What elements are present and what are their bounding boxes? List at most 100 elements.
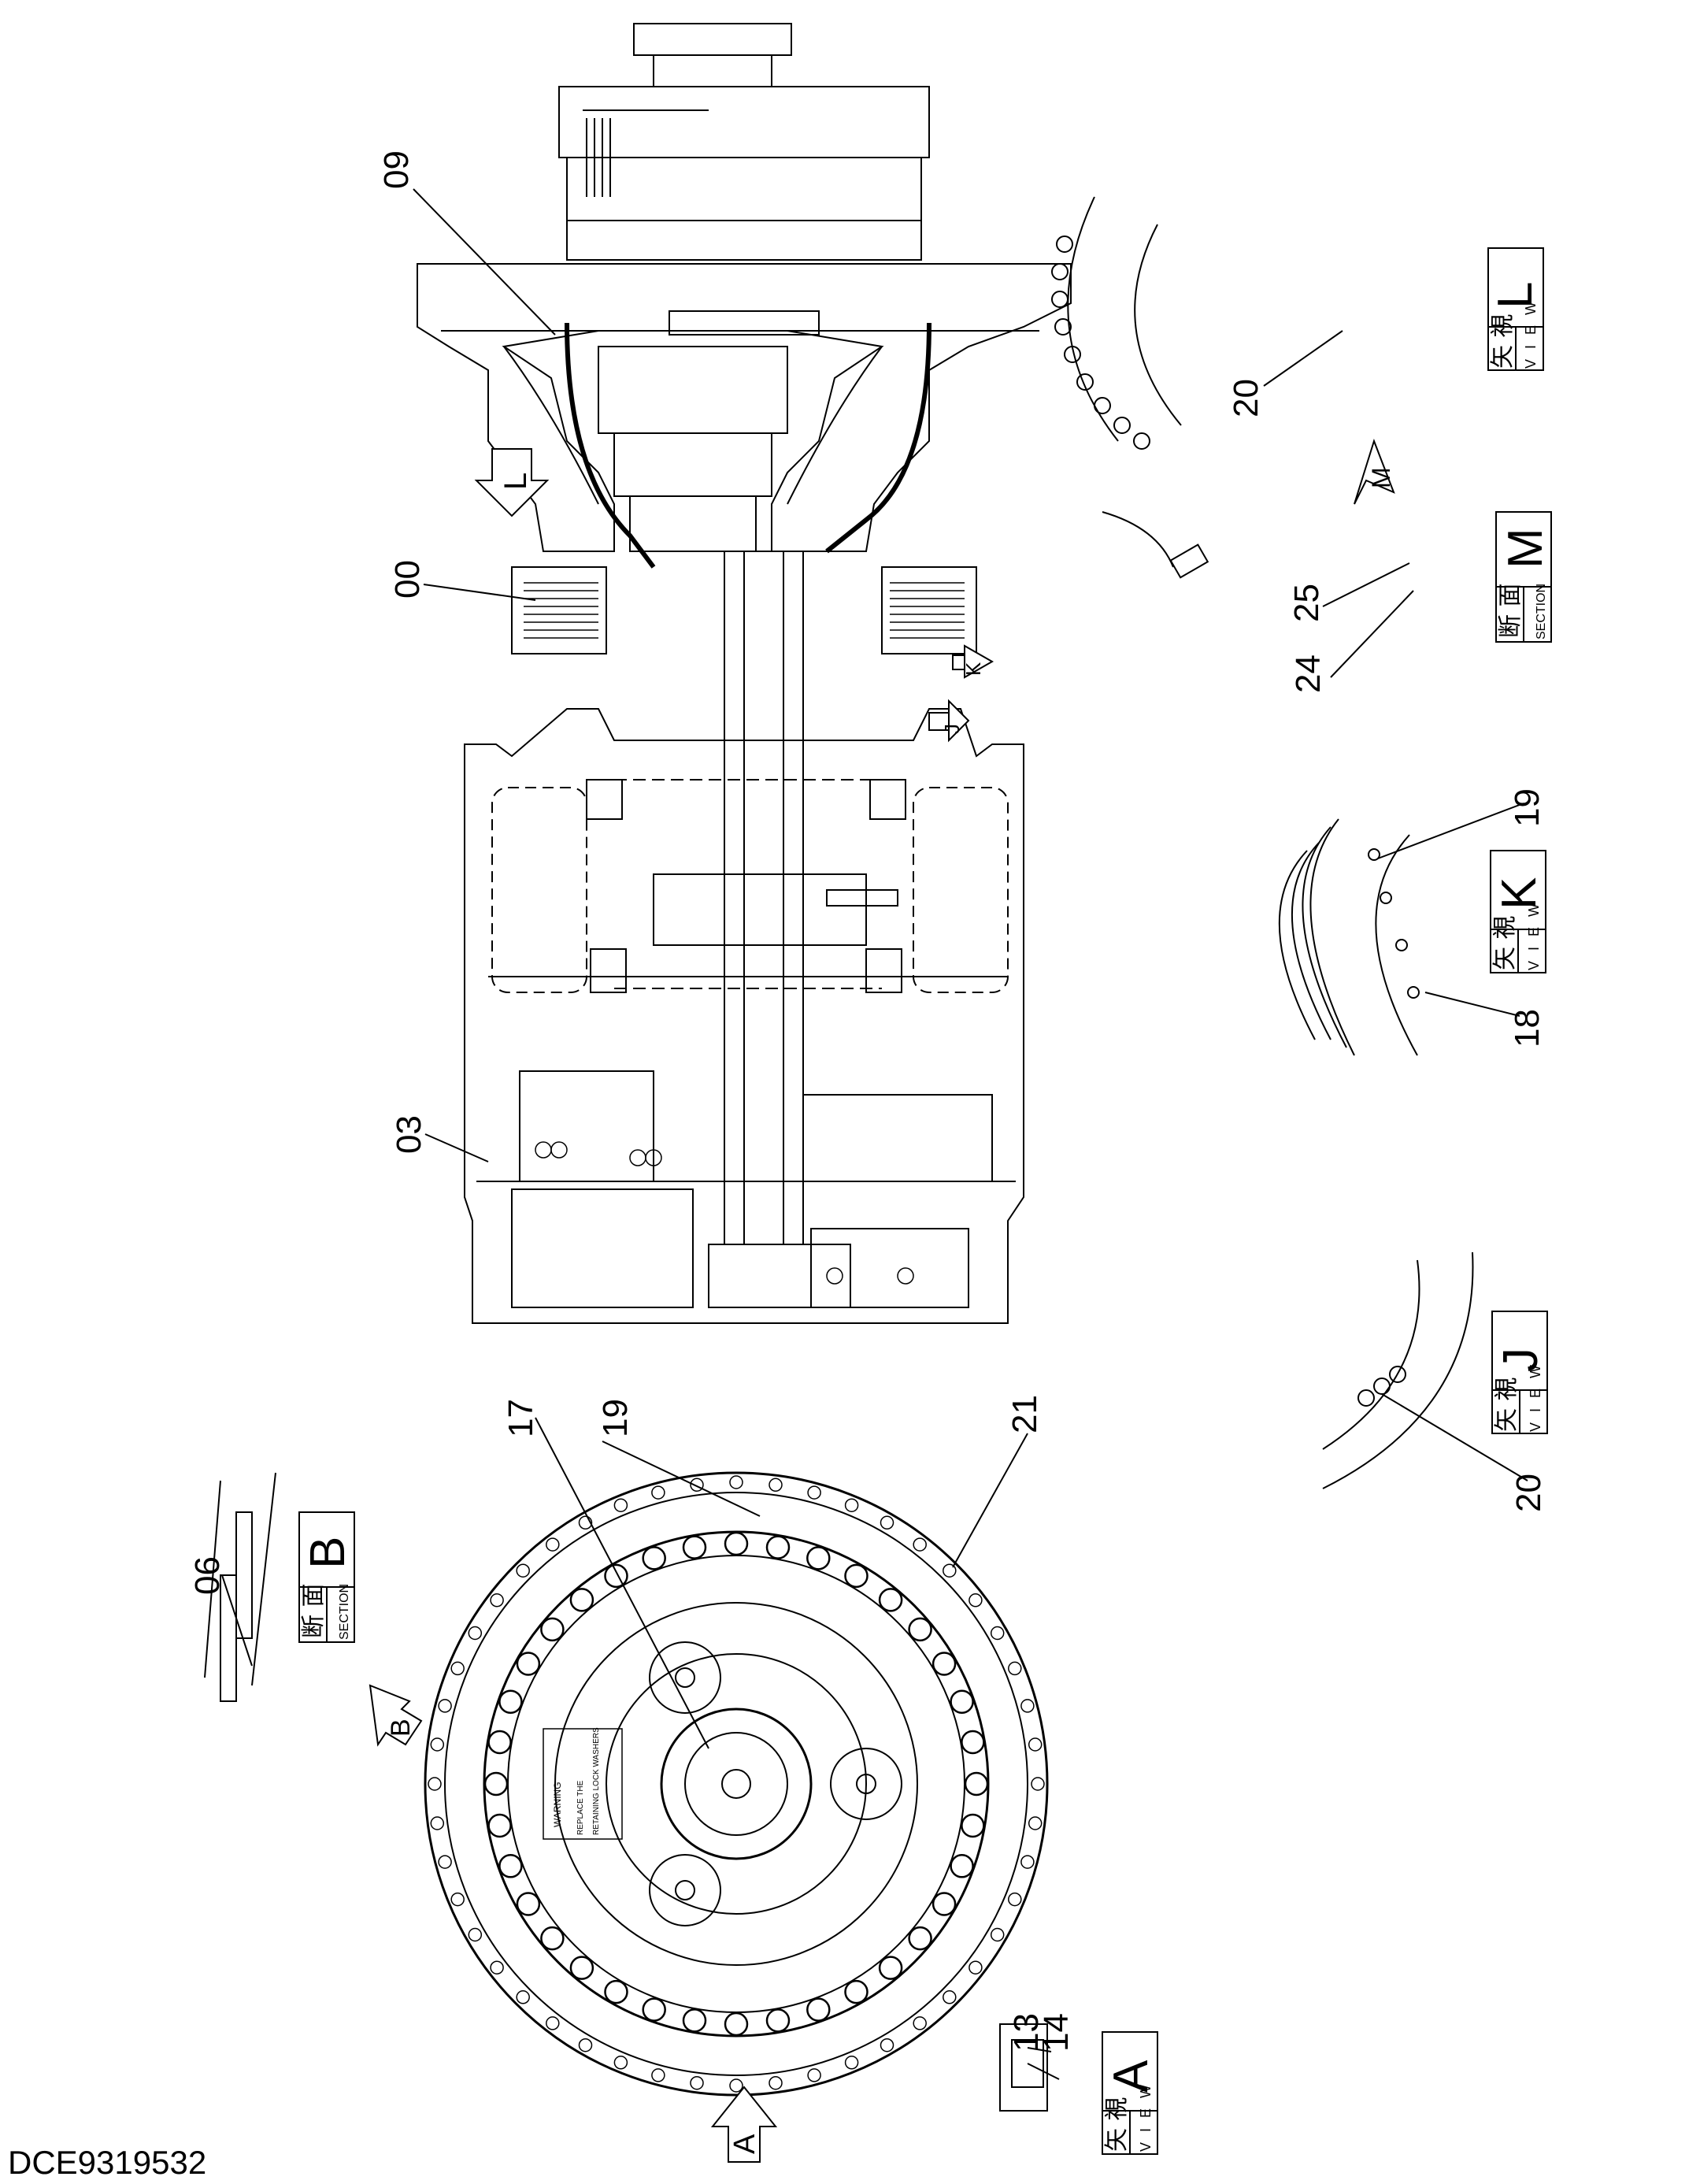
bolt-hole — [933, 1893, 955, 1915]
arrow-letter-A: A — [728, 2134, 761, 2154]
view-arrow-K — [953, 646, 992, 677]
view-label-B: B 断 面 SECTION — [299, 1512, 355, 1642]
bolt-hole — [517, 1991, 529, 2004]
bolt-hole — [614, 2056, 627, 2069]
bolt-hole — [725, 1533, 747, 1555]
bolt-hole — [846, 1981, 868, 2003]
part-label-14: 14 — [1037, 2013, 1076, 2052]
view-label-M: M 断 面 SECTION — [1496, 512, 1553, 642]
warning-line-2: RETAINING LOCK WASHERS — [592, 1727, 601, 1835]
part-label-21: 21 — [1006, 1395, 1044, 1433]
detail-view-J — [1323, 1252, 1472, 1489]
bolt-hole — [881, 1516, 894, 1529]
bolt-hole — [439, 1856, 451, 1868]
leader-lines — [222, 189, 1528, 2079]
bolt-hole — [951, 1855, 973, 1877]
arrow-letter-B: B — [386, 1719, 416, 1737]
bolt-hole — [961, 1815, 983, 1837]
view-label-J-jp: 矢 視 — [1493, 1377, 1520, 1432]
view-label-K-jp: 矢 視 — [1491, 915, 1519, 970]
view-arrow-L — [476, 449, 547, 516]
bolt-hole — [881, 2039, 894, 2052]
part-label-19-front: 19 — [596, 1399, 635, 1437]
bolt-hole — [571, 1589, 593, 1611]
bolt-hole — [1009, 1662, 1021, 1674]
bolt-hole — [546, 2017, 559, 2030]
view-label-K: K 矢 視 V I E W — [1491, 851, 1546, 973]
view-label-B-letter: B — [301, 1537, 355, 1569]
part-label-17: 17 — [502, 1399, 540, 1437]
view-label-L-en: V I E W — [1523, 298, 1539, 369]
view-label-L-jp: 矢 視 — [1489, 313, 1517, 369]
part-label-25: 25 — [1287, 584, 1326, 622]
bolt-hole — [571, 1957, 593, 1979]
view-label-A-jp: 矢 視 — [1103, 2097, 1131, 2152]
bolt-hole — [767, 1537, 789, 1559]
view-label-J-letter: J — [1494, 1348, 1548, 1372]
main-cross-section — [417, 24, 1071, 1323]
bolt-hole — [807, 1547, 829, 1569]
bolt-hole — [499, 1855, 521, 1877]
bolt-hole — [431, 1817, 443, 1830]
bolt-hole — [965, 1773, 987, 1795]
bolt-hole — [439, 1700, 451, 1712]
bolt-hole — [428, 1778, 441, 1790]
view-arrow-J — [929, 701, 969, 740]
bolt-hole — [451, 1662, 464, 1674]
bolt-hole — [485, 1773, 507, 1795]
part-label-06: 06 — [188, 1556, 227, 1595]
bolt-hole — [643, 1547, 665, 1569]
view-label-B-en: SECTION — [338, 1584, 351, 1640]
bolt-hole — [808, 2069, 820, 2082]
view-label-K-en: V I E W — [1526, 900, 1542, 970]
bolt-hole — [943, 1564, 956, 1577]
bolt-hole — [691, 1478, 703, 1491]
bolt-hole — [1029, 1817, 1042, 1830]
bolt-hole — [489, 1815, 511, 1837]
bolt-hole — [546, 1538, 559, 1551]
part-label-24: 24 — [1289, 654, 1328, 693]
view-label-L-letter: L — [1488, 282, 1543, 309]
arrow-letter-J: J — [940, 724, 964, 734]
bolt-hole — [943, 1991, 956, 2004]
bolt-hole — [517, 1893, 539, 1915]
view-label-A: A 矢 視 V I E W — [1102, 2032, 1158, 2154]
bolt-hole — [769, 1478, 782, 1491]
bolt-hole — [491, 1594, 503, 1607]
bolt-hole — [933, 1653, 955, 1675]
bolt-hole — [491, 1961, 503, 1974]
bolt-hole — [913, 2017, 926, 2030]
bolt-hole — [683, 2009, 706, 2031]
bolt-hole — [499, 1691, 521, 1713]
bolt-hole — [913, 1538, 926, 1551]
bolt-hole — [541, 1927, 563, 1949]
bolt-hole — [580, 1516, 592, 1529]
bolt-hole — [991, 1929, 1004, 1941]
bolt-hole — [489, 1731, 511, 1753]
detail-view-A — [1000, 2024, 1047, 2111]
bolt-hole — [1029, 1738, 1042, 1751]
part-label-09: 09 — [377, 150, 416, 189]
bolt-hole — [991, 1627, 1004, 1640]
bolt-hole — [1009, 1893, 1021, 1906]
bolt-hole — [606, 1981, 628, 2003]
bolt-hole — [808, 1486, 820, 1499]
warning-line-1: REPLACE THE — [576, 1780, 585, 1835]
bolt-hole — [767, 2009, 789, 2031]
bolt-hole — [652, 1486, 665, 1499]
part-label-19-K: 19 — [1508, 788, 1546, 827]
detail-view-K — [1280, 819, 1419, 1055]
bolt-hole — [969, 1594, 982, 1607]
view-arrow-M — [1354, 441, 1394, 504]
bolt-hole — [652, 2069, 665, 2082]
arrow-letter-M: M — [1367, 467, 1395, 488]
view-label-J-en: V I E W — [1528, 1362, 1543, 1432]
bolt-hole — [951, 1691, 973, 1713]
bolt-hole — [431, 1738, 443, 1751]
view-label-J: J 矢 視 V I E W — [1492, 1311, 1548, 1433]
bolt-hole — [1021, 1700, 1034, 1712]
part-label-18: 18 — [1508, 1009, 1546, 1048]
bolt-hole — [909, 1927, 931, 1949]
bolt-hole — [614, 1499, 627, 1511]
